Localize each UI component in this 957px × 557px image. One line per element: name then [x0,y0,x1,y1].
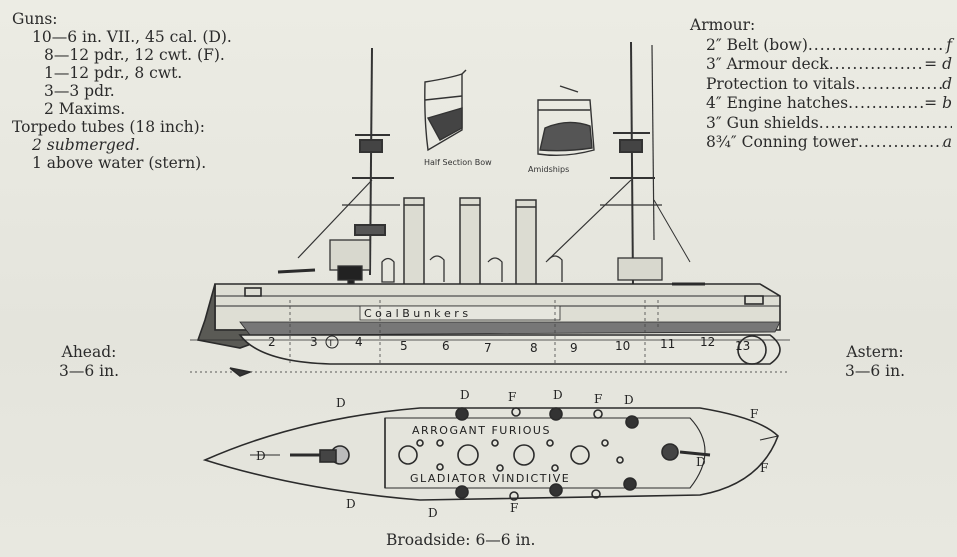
plan-marker: D [624,393,634,407]
plan-marker: F [760,461,768,475]
broadside-fire: Broadside: 6—6 in. [386,531,536,549]
torpedo-item: 2 submerged. [32,136,140,154]
compartment-number: 6 [442,339,450,353]
guns-list: Guns: 10—6 in. VII., 45 cal. (D). 8—12 p… [12,10,342,172]
plan-marker: D [256,449,266,463]
bow-section-label: Half Section Bow [424,158,492,167]
compartment-number: 4 [355,335,363,349]
plan-marker: D [346,497,356,511]
plan-markers: D D D D D D D D F F F F F [256,388,768,520]
ahead-title: Ahead: [61,343,117,361]
armour-item: 4″ Engine hatches= b [690,94,952,114]
torpedo-item: 1 above water (stern). [32,154,207,172]
bow-section-diagram: Half Section Bow [424,69,492,167]
gun-item: 1—12 pdr., 8 cwt. [44,64,183,82]
armour-item: Protection to vitalsd [690,75,952,95]
plan-marker: D [460,388,470,402]
plan-marker: F [594,392,602,406]
compartment-number: 10 [615,339,630,353]
plan-marker: F [510,501,518,515]
astern-title: Astern: [846,343,904,361]
astern-value: 3—6 in. [844,362,906,380]
masts [297,41,691,286]
ahead-fire: Ahead: 3—6 in. [44,343,134,381]
gun-item: 10—6 in. VII., 45 cal. (D). [32,28,232,46]
plan-marker: F [750,407,758,421]
funnels [403,197,537,287]
gun-item: 3—3 pdr. [44,82,115,100]
compartment-number: 7 [484,341,492,355]
amidships-section-label: Amidships [528,165,569,174]
gun-item: 8—12 pdr., 12 cwt. (F). [44,46,225,64]
compartment-number: 9 [570,341,578,355]
coal-bunkers-label: C o a l B u n k e r s [364,307,468,320]
compartment-number: 12 [700,335,715,349]
ahead-value: 3—6 in. [58,362,120,380]
compartment-number: T [327,339,334,349]
armour-heading: Armour: [690,16,756,34]
guns-heading: Guns: [12,10,58,28]
plan-marker: D [428,506,438,520]
armour-list: Armour: 2″ Belt (bow)f 3″ Armour deck= d… [690,16,952,153]
bulkhead-lines [289,300,659,364]
gun-item: 2 Maxims. [44,100,126,118]
ship-names-top: ARROGANT FURIOUS [412,424,551,437]
armour-item: 3″ Gun shields [690,114,952,134]
astern-fire: Astern: 3—6 in. [830,343,920,381]
amidships-section-diagram: Amidships [528,85,595,174]
deck-plan [202,407,779,501]
hull-profile: C o a l B u n k e r s [190,268,790,377]
torpedo-heading: Torpedo tubes (18 inch): [12,118,205,136]
armour-item: 3″ Armour deck= d [690,55,952,75]
armour-item: 8¾″ Conning towera [690,133,952,153]
compartment-number: 2 [268,335,276,349]
compartment-numbers: 2 3 T 4 5 6 7 8 9 10 11 12 13 [268,335,750,355]
plan-marker: D [336,396,346,410]
compartment-number: 8 [530,341,538,355]
ship-names: ARROGANT FURIOUS GLADIATOR VINDICTIVE [410,424,570,485]
plan-marker: D [696,455,706,469]
plan-marker: F [508,390,516,404]
ship-names-bottom: GLADIATOR VINDICTIVE [410,472,570,485]
compartment-number: 3 [310,335,318,349]
compartment-number: 13 [735,339,750,353]
plan-marker: D [553,388,563,402]
armour-item: 2″ Belt (bow)f [690,36,952,56]
compartment-number: 11 [660,337,675,351]
compartment-number: 5 [400,339,408,353]
